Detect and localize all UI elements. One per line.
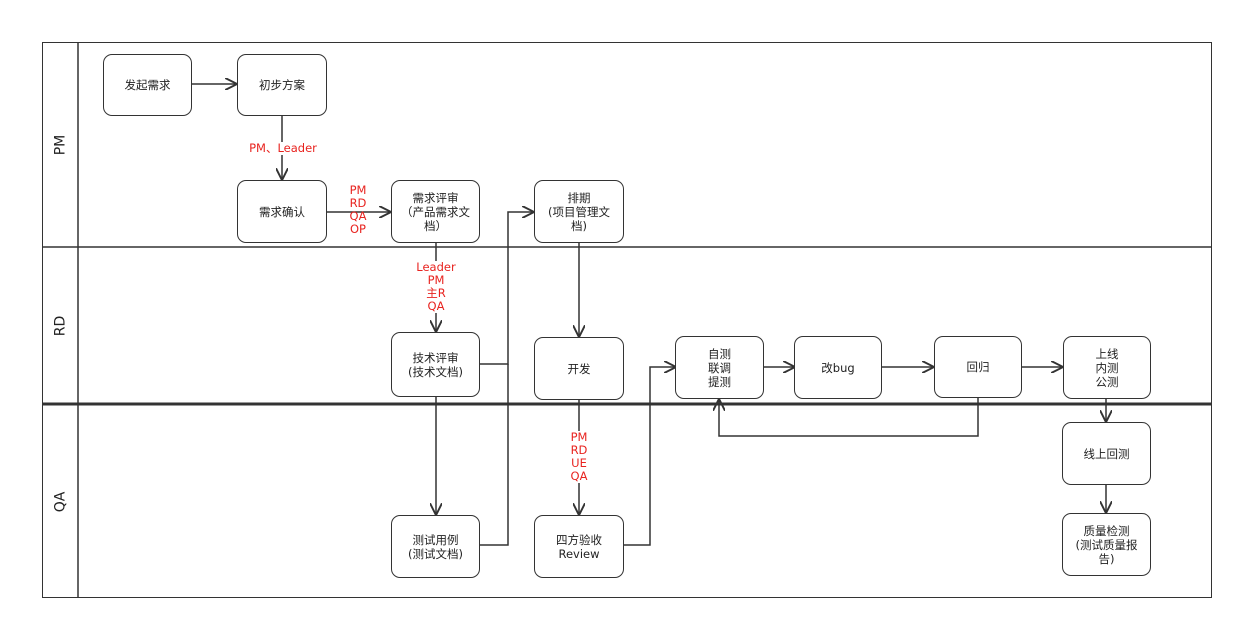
label-pm-leader: PM、Leader (238, 142, 328, 155)
node-develop[interactable]: 开发 (534, 337, 624, 400)
node-req-review[interactable]: 需求评审 （产品需求文 档） (391, 180, 480, 243)
node-testcase[interactable]: 测试用例 (测试文档) (391, 515, 480, 578)
label-tech-review-roles: Leader PM 主R QA (406, 261, 466, 313)
lane-frame (42, 42, 1212, 598)
node-confirm[interactable]: 需求确认 (237, 180, 327, 243)
node-regress[interactable]: 回归 (934, 336, 1022, 398)
node-fixbug[interactable]: 改bug (794, 336, 882, 399)
node-acceptance[interactable]: 四方验收 Review (534, 515, 624, 578)
node-draft[interactable]: 初步方案 (237, 54, 327, 116)
label-acceptance-roles: PM RD UE QA (556, 431, 602, 483)
node-schedule[interactable]: 排期 (项目管理文 档) (534, 180, 624, 243)
node-quality[interactable]: 质量检测 (测试质量报 告) (1062, 513, 1151, 576)
edge-testcase-schedule (480, 364, 509, 546)
edge-acceptance-selftest (624, 367, 675, 546)
node-tech-review[interactable]: 技术评审 (技术文档) (391, 332, 480, 397)
edge-regress-selftest (719, 398, 979, 437)
label-req-review-roles: PM RD QA OP (349, 183, 367, 236)
node-release[interactable]: 上线 内测 公测 (1063, 336, 1151, 399)
node-selftest[interactable]: 自测 联调 提测 (675, 336, 764, 399)
node-online-regress[interactable]: 线上回测 (1062, 422, 1151, 485)
edge-techreview-schedule (480, 212, 533, 365)
node-initiate[interactable]: 发起需求 (103, 54, 192, 116)
